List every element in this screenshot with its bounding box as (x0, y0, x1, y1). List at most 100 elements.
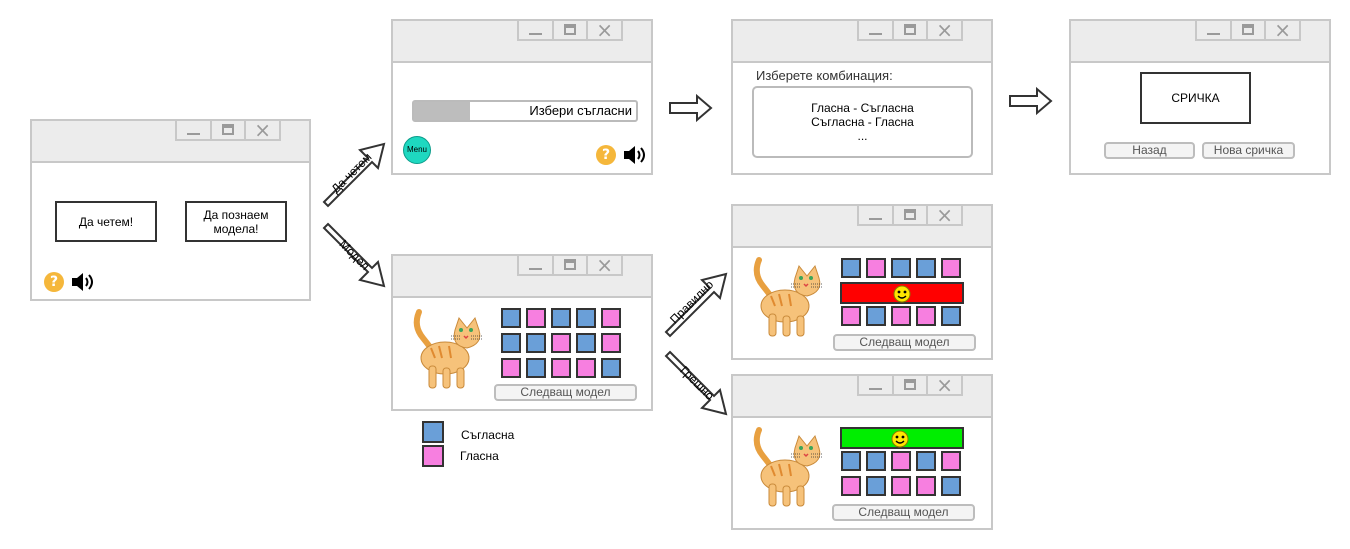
combo-option[interactable]: Съгласна - Гласна (811, 115, 914, 129)
vowel-square (841, 476, 861, 496)
vowel-square (916, 476, 936, 496)
close-icon[interactable] (244, 118, 279, 142)
cat-icon (413, 309, 483, 389)
progress-bar: Избери съгласни (412, 100, 638, 122)
maximize-icon[interactable] (1229, 21, 1265, 39)
close-icon[interactable] (586, 18, 621, 42)
back-button[interactable]: Назад (1104, 142, 1195, 159)
smiley-icon (891, 430, 909, 448)
window-controls (517, 18, 623, 42)
minimize-icon[interactable] (177, 121, 210, 139)
vowel-square (941, 258, 961, 278)
progress-label: Избери съгласни (529, 103, 632, 118)
close-icon[interactable] (586, 253, 621, 277)
combo-option[interactable]: ... (857, 129, 868, 143)
help-icon[interactable]: ? (44, 272, 64, 292)
consonant-square (866, 451, 886, 471)
correct-window: Следващ модел (731, 203, 993, 360)
consonant-square (576, 308, 596, 328)
close-icon[interactable] (926, 373, 961, 397)
minimize-icon[interactable] (859, 21, 892, 39)
next-model-button[interactable]: Следващ модел (833, 334, 976, 351)
consonant-square (526, 333, 546, 353)
maximize-icon[interactable] (209, 121, 245, 139)
consonant-square (841, 258, 861, 278)
consonant-square (526, 358, 546, 378)
combo-list: Гласна - Съгласна Съгласна - Гласна ... (752, 86, 973, 158)
read-button[interactable]: Да четем! (55, 201, 157, 242)
vowel-square (601, 333, 621, 353)
combo-option[interactable]: Гласна - Съгласна (811, 101, 914, 115)
speaker-icon[interactable] (70, 271, 94, 293)
vowel-square (551, 358, 571, 378)
consonant-square (866, 476, 886, 496)
minimize-icon[interactable] (519, 256, 552, 274)
legend-vowel-label: Гласна (460, 449, 499, 463)
new-syllable-button[interactable]: Нова сричка (1202, 142, 1295, 159)
wrong-window: Следващ модел (731, 373, 993, 530)
consonant-square (941, 476, 961, 496)
consonant-square (501, 333, 521, 353)
vowel-square (891, 476, 911, 496)
maximize-icon[interactable] (551, 21, 587, 39)
progress-fill (414, 102, 470, 120)
help-icon[interactable]: ? (596, 145, 616, 165)
maximize-icon[interactable] (891, 21, 927, 39)
consonant-square (501, 308, 521, 328)
minimize-icon[interactable] (519, 21, 552, 39)
close-icon[interactable] (1264, 18, 1299, 42)
window-controls (517, 253, 623, 277)
menu-button[interactable]: Menu (403, 136, 431, 164)
speaker-icon[interactable] (622, 144, 646, 166)
cat-illustration (749, 256, 833, 340)
window-controls (857, 373, 963, 397)
arrow-wrong (664, 350, 728, 416)
arrow-combo-to-word (1009, 86, 1053, 116)
maximize-icon[interactable] (551, 256, 587, 274)
arrow-correct (664, 272, 728, 338)
cat-illustration (409, 308, 493, 392)
consonant-square (551, 308, 571, 328)
vowel-square (551, 333, 571, 353)
vowel-square (526, 308, 546, 328)
window-controls (1195, 18, 1301, 42)
consonant-square (601, 358, 621, 378)
vowel-square (501, 358, 521, 378)
cat-illustration (749, 426, 833, 510)
legend-consonant-swatch (422, 421, 444, 443)
consonant-square (891, 258, 911, 278)
model-button[interactable]: Да познаем модела! (185, 201, 287, 242)
consonant-square (866, 306, 886, 326)
vowel-square (576, 358, 596, 378)
word-window: СРИЧКА Назад Нова сричка (1069, 18, 1331, 175)
window-controls (857, 18, 963, 42)
vowel-square (891, 306, 911, 326)
maximize-icon[interactable] (891, 206, 927, 224)
next-model-button[interactable]: Следващ модел (832, 504, 975, 521)
minimize-icon[interactable] (859, 206, 892, 224)
vowel-square (941, 451, 961, 471)
close-icon[interactable] (926, 203, 961, 227)
title-bar (32, 118, 309, 163)
cat-icon (753, 257, 823, 337)
title-bar (393, 253, 651, 298)
vowel-square (891, 451, 911, 471)
title-bar (1071, 18, 1329, 63)
arrow-model (322, 222, 386, 288)
maximize-icon[interactable] (891, 376, 927, 394)
vowel-square (841, 306, 861, 326)
model-window: Следващ модел (391, 253, 653, 411)
close-icon[interactable] (926, 18, 961, 42)
minimize-icon[interactable] (859, 376, 892, 394)
combo-prompt: Изберете комбинация: (756, 68, 893, 83)
title-bar (733, 373, 991, 418)
consonant-square (916, 451, 936, 471)
next-model-button[interactable]: Следващ модел (494, 384, 637, 401)
minimize-icon[interactable] (1197, 21, 1230, 39)
vowel-square (916, 306, 936, 326)
result-bar-green (840, 427, 964, 449)
window-controls (857, 203, 963, 227)
read-window: Избери съгласни Menu ? (391, 18, 653, 175)
combo-window: Изберете комбинация: Гласна - Съгласна С… (731, 18, 993, 175)
legend-consonant-label: Съгласна (461, 428, 515, 442)
